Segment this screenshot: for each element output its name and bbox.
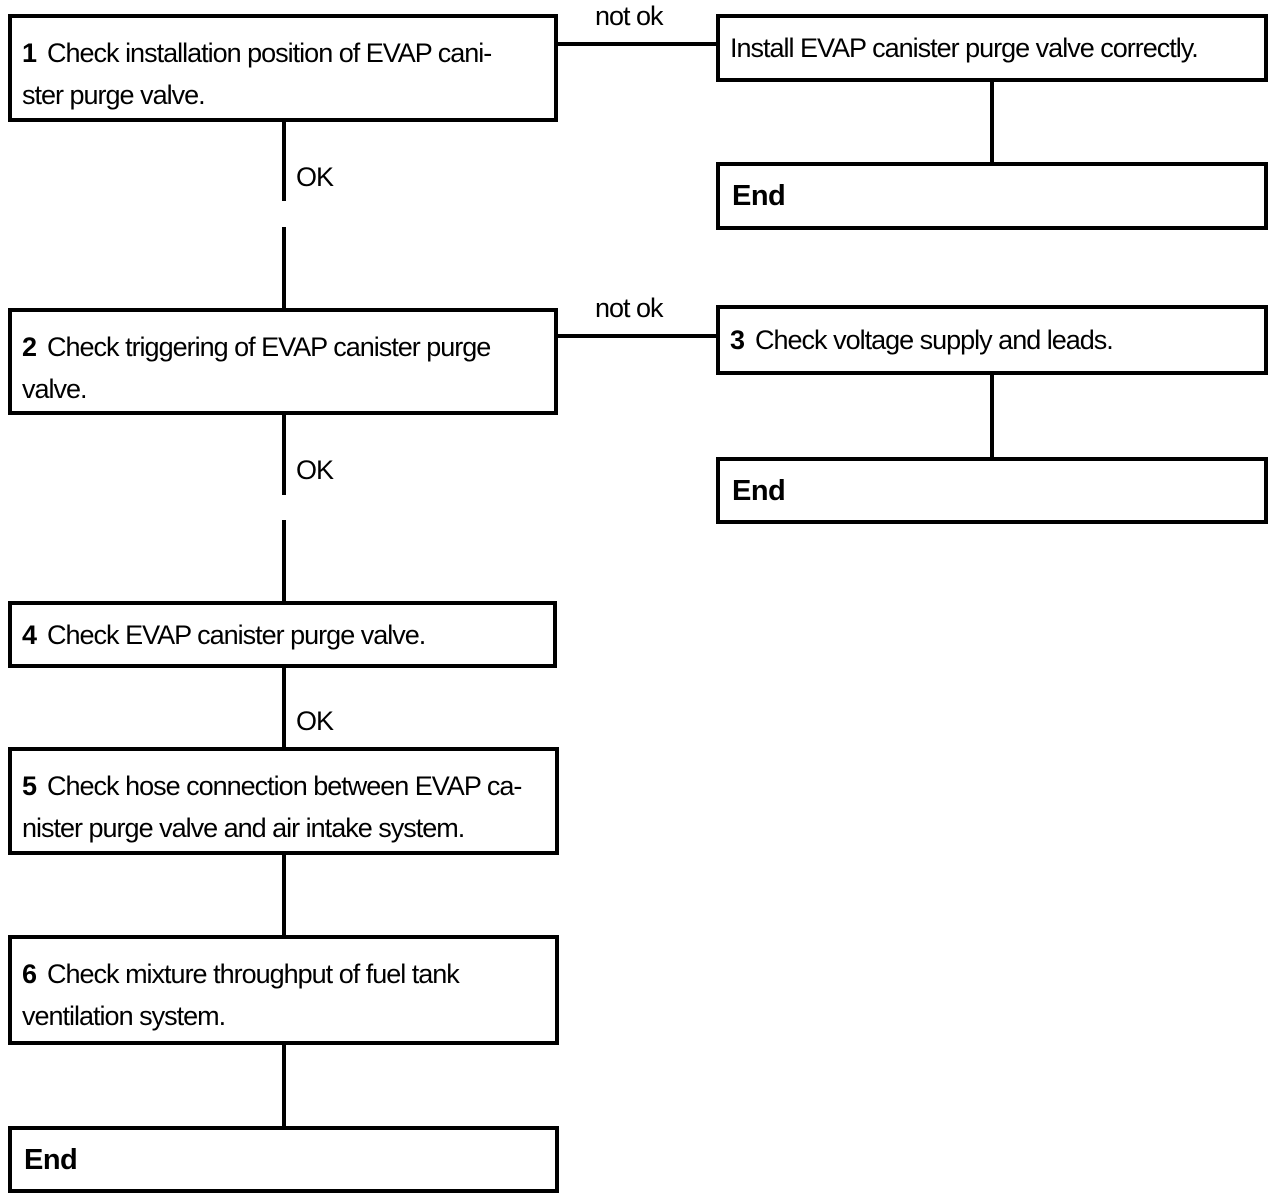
edge-label-not-ok-1: not ok: [595, 1, 664, 31]
connector-step4-step5: [282, 668, 286, 747]
edge-label-ok-3: OK: [296, 706, 334, 736]
step-text: Install EVAP canister purge valve correc…: [730, 33, 1199, 63]
connector-step6-end3: [282, 1045, 286, 1126]
node-text: Install EVAP canister purge valve correc…: [720, 27, 1208, 69]
connector-install-end1: [990, 82, 994, 162]
step-text: Check hose connection between EVAP ca- n…: [22, 771, 522, 843]
connector-step1-install: [556, 42, 718, 46]
end-label: End: [732, 180, 786, 212]
step-text: Check EVAP canister purge valve.: [47, 619, 426, 650]
step-text: Check mixture throughput of fuel tank ve…: [22, 959, 460, 1031]
flowchart-node-end3: End: [8, 1126, 559, 1193]
end-label: End: [732, 474, 786, 507]
step-number: 6: [22, 959, 37, 989]
edge-label-not-ok-2: not ok: [595, 293, 664, 323]
connector-step1-step2-lower: [282, 227, 286, 308]
step-number: 1: [22, 38, 37, 68]
edge-label-ok-2: OK: [296, 455, 334, 485]
edge-label-ok-1: OK: [296, 162, 334, 192]
step-number: 5: [22, 771, 37, 801]
flowchart-node-end1: End: [716, 162, 1268, 230]
flowchart-node-install: Install EVAP canister purge valve correc…: [716, 14, 1268, 82]
node-text: 4 Check EVAP canister purge valve.: [12, 614, 435, 656]
flowchart-node-step4: 4 Check EVAP canister purge valve.: [8, 601, 557, 668]
flowchart-node-step3: 3 Check voltage supply and leads.: [716, 305, 1268, 375]
step-number: 3: [730, 325, 745, 355]
connector-step5-step6: [282, 855, 286, 935]
connector-step1-step2-upper: [282, 122, 286, 201]
step-text: Check triggering of EVAP canister purge …: [22, 332, 491, 404]
connector-step2-step3: [556, 334, 718, 338]
connector-step3-end2: [990, 375, 994, 457]
step-number: 4: [22, 619, 37, 650]
connector-step2-step4-upper: [282, 415, 286, 495]
end-label: End: [24, 1143, 78, 1176]
step-text: Check voltage supply and leads.: [755, 325, 1114, 355]
step-text: Check installation position of EVAP cani…: [22, 38, 492, 110]
step-number: 2: [22, 332, 37, 362]
node-text: 3 Check voltage supply and leads.: [720, 319, 1123, 361]
connector-step2-step4-lower: [282, 520, 286, 601]
flowchart-node-end2: End: [716, 457, 1268, 524]
